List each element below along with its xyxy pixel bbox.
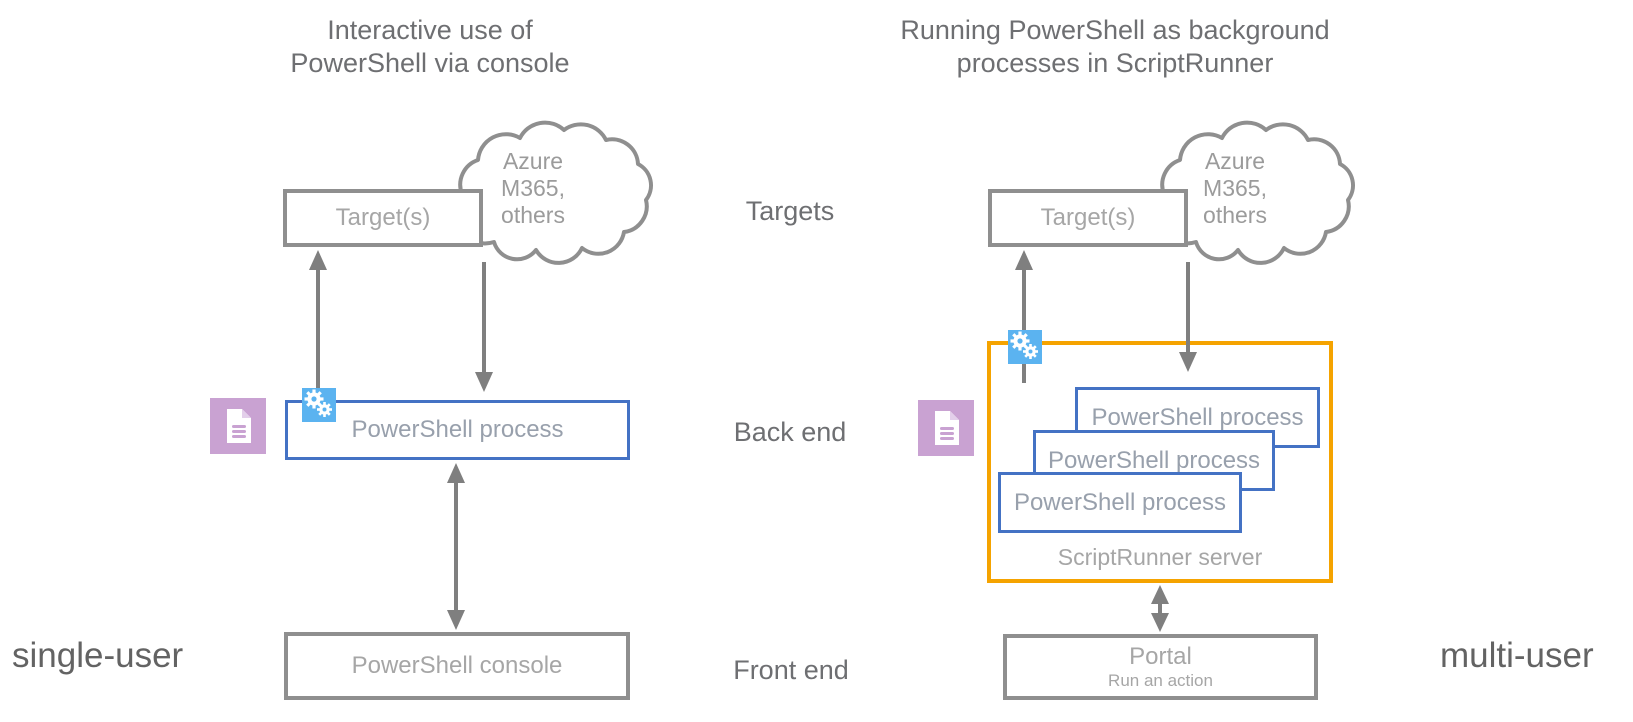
left-cloud-line2: M365, xyxy=(501,175,565,202)
right-double-arrow xyxy=(1151,585,1169,632)
backend-row-label: Back end xyxy=(733,417,847,447)
portal-sublabel: Run an action xyxy=(1108,671,1213,691)
powershell-console-label: PowerShell console xyxy=(351,652,563,679)
right-cloud-line3: others xyxy=(1203,202,1267,229)
right-targets-box: Target(s) xyxy=(988,189,1188,247)
right-targets-box-label: Target(s) xyxy=(1040,204,1136,231)
scriptrunner-server-label: ScriptRunner server xyxy=(1057,544,1263,570)
portal-box: Portal Run an action xyxy=(1003,634,1318,700)
portal-label: Portal xyxy=(1129,643,1192,671)
scriptrunner-server-box xyxy=(987,341,1333,583)
right-title: Running PowerShell as background process… xyxy=(880,14,1350,80)
left-title-line2: PowerShell via console xyxy=(290,47,570,78)
powershell-process-label: PowerShell process xyxy=(1091,403,1304,431)
powershell-process-label: PowerShell process xyxy=(1013,488,1227,516)
gears-icon xyxy=(1008,330,1042,364)
left-powershell-process-label: PowerShell process xyxy=(351,416,564,443)
script-file-icon xyxy=(918,400,974,456)
right-cloud-text: Azure M365, others xyxy=(1160,148,1310,229)
powershell-process-label: PowerShell process xyxy=(1047,446,1261,474)
left-double-arrow xyxy=(447,463,465,630)
multi-user-label: multi-user xyxy=(1440,636,1594,675)
right-cloud-line2: M365, xyxy=(1203,175,1267,202)
left-title: Interactive use of PowerShell via consol… xyxy=(230,14,630,80)
left-targets-box-label: Target(s) xyxy=(335,204,431,231)
powershell-console-box: PowerShell console xyxy=(284,632,630,700)
cloud-icon xyxy=(1154,120,1355,265)
single-user-label: single-user xyxy=(12,636,184,675)
right-cloud-line1: Azure xyxy=(1204,148,1266,174)
targets-row-label: Targets xyxy=(745,196,835,226)
left-cloud-text: Azure M365, others xyxy=(458,148,608,229)
right-title-line1: Running PowerShell as background xyxy=(900,15,1330,45)
powershell-process-box-front: PowerShell process xyxy=(998,472,1242,533)
left-powershell-process-box: PowerShell process xyxy=(285,400,630,460)
right-title-line2: processes in ScriptRunner xyxy=(956,47,1274,78)
cloud-icon xyxy=(452,120,653,265)
left-up-arrow xyxy=(309,250,327,398)
left-cloud-line3: others xyxy=(501,202,565,229)
left-title-line1: Interactive use of xyxy=(327,15,533,45)
left-down-arrow xyxy=(475,262,493,392)
left-cloud-line1: Azure xyxy=(502,148,564,174)
left-targets-box: Target(s) xyxy=(283,189,483,247)
frontend-row-label: Front end xyxy=(733,655,849,685)
gears-icon xyxy=(302,388,336,422)
script-file-icon xyxy=(210,398,266,454)
